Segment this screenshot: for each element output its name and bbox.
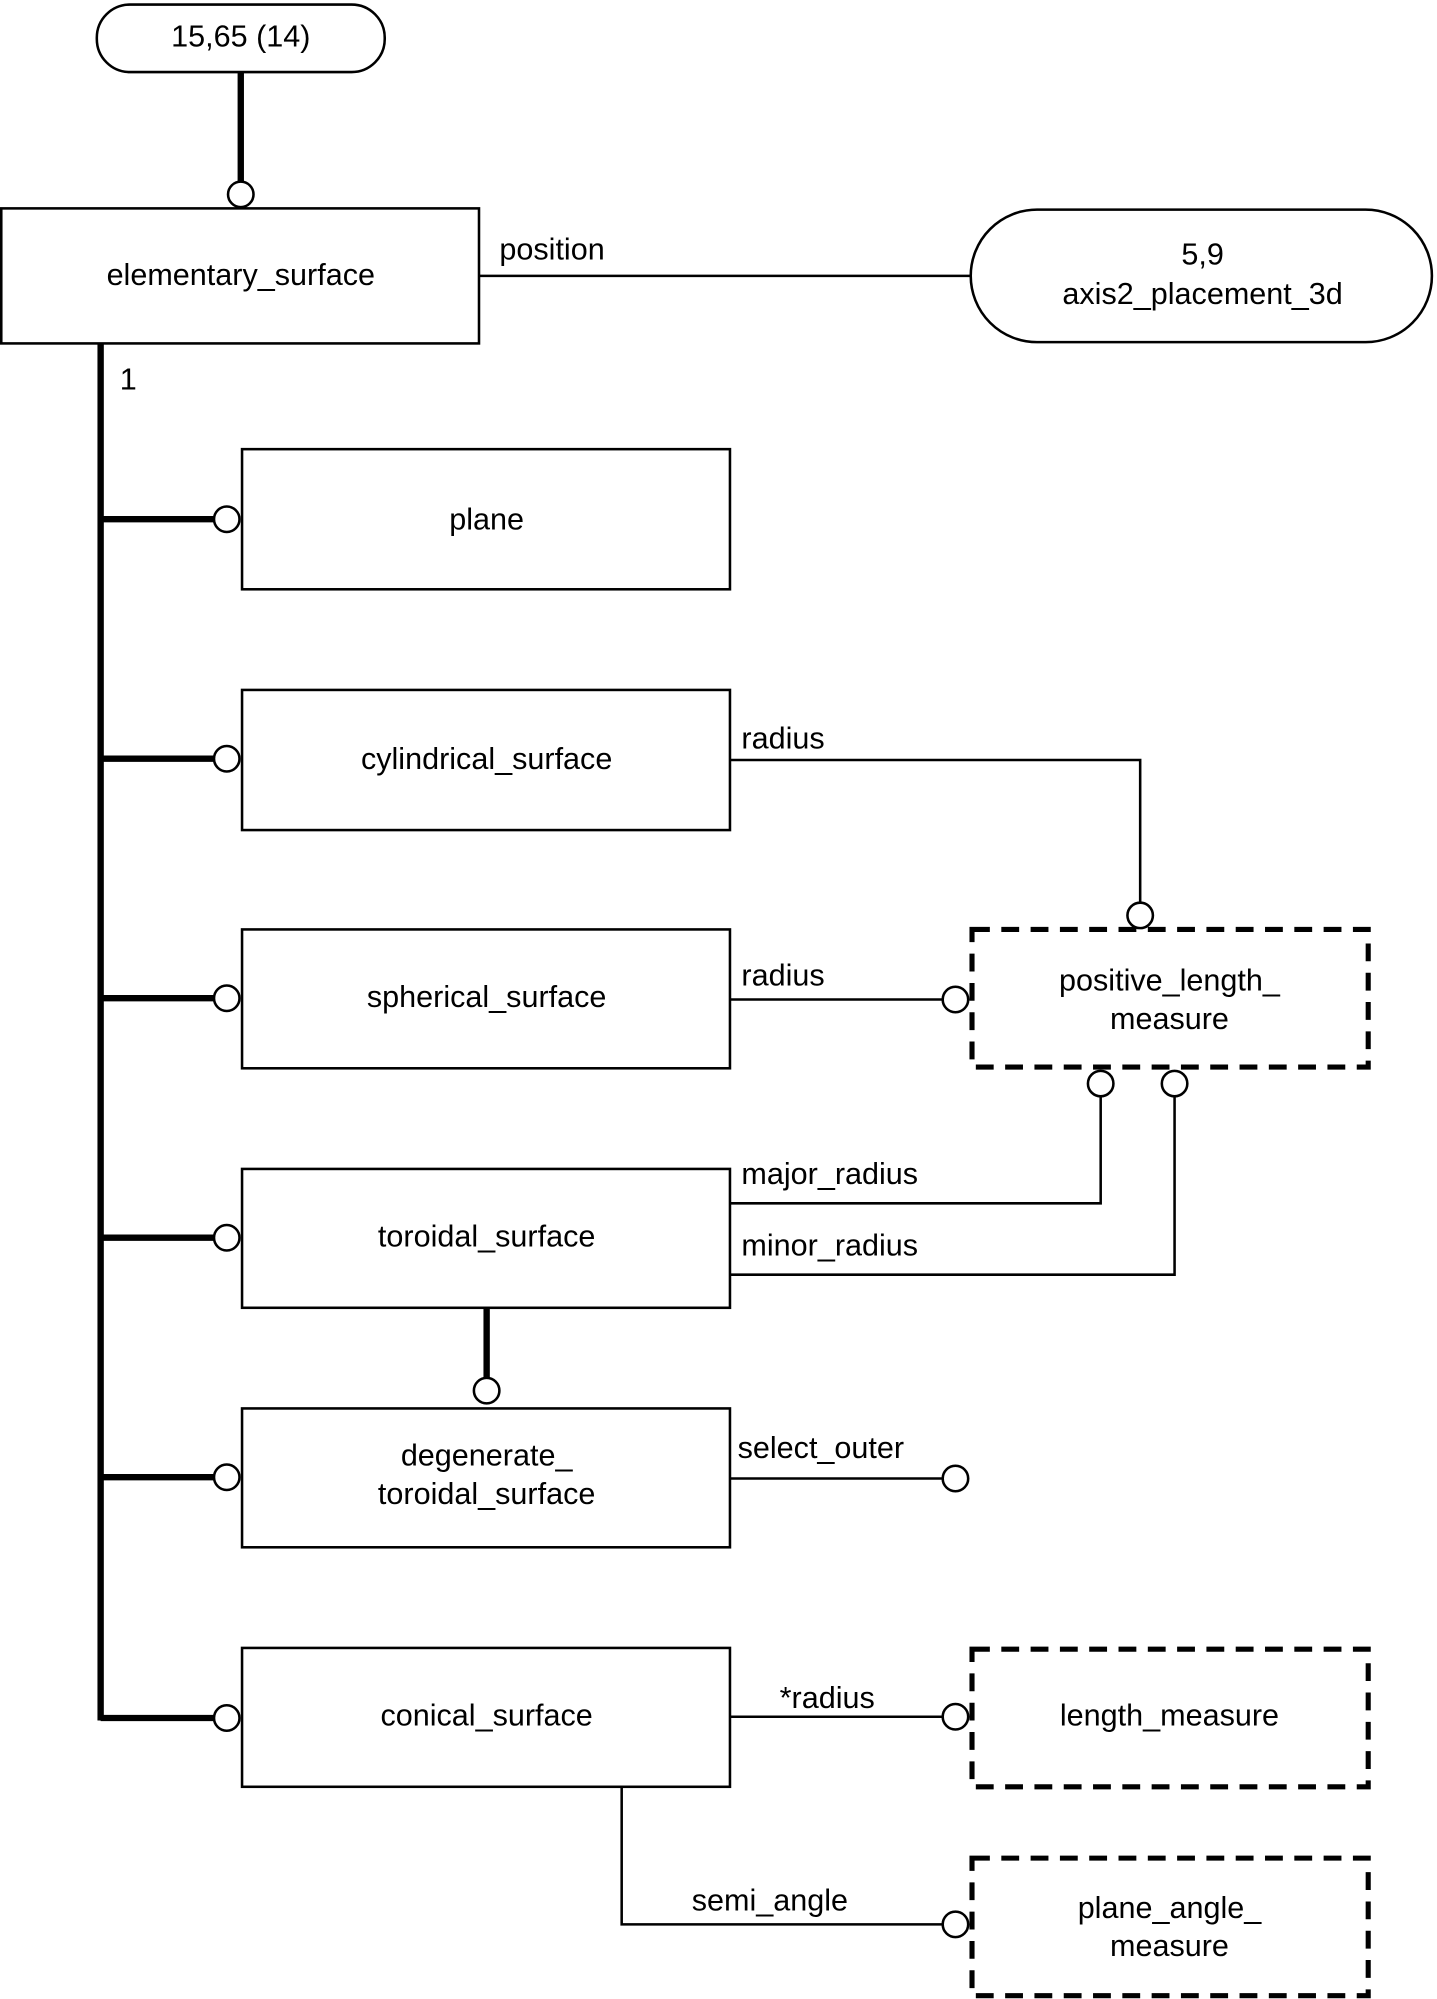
cylindrical-radius-line [729, 758, 1142, 903]
branch-circle-icon [212, 1463, 241, 1492]
page-ref-axis2-placement-3d[interactable]: 5,9 axis2_placement_3d [969, 208, 1434, 344]
type-length-measure-label: length_measure [1060, 1699, 1279, 1733]
page-ref-axis2-number: 5,9 [1181, 237, 1224, 271]
major-radius-line [729, 1096, 1102, 1205]
entity-toroidal-surface-label: toroidal_surface [378, 1220, 595, 1254]
entity-conical-surface[interactable]: conical_surface [240, 1646, 732, 1789]
entity-plane-label: plane [449, 502, 524, 536]
branch-circle-icon [212, 505, 241, 534]
entity-degenerate-toroidal-surface-line2: toroidal_surface [378, 1477, 595, 1511]
major-radius-label: major_radius [741, 1157, 918, 1191]
major-radius-circle-icon [1086, 1069, 1115, 1098]
branch-circle-icon [212, 984, 241, 1013]
semi-angle-line [620, 1786, 943, 1926]
entity-toroidal-surface[interactable]: toroidal_surface [240, 1167, 732, 1310]
cylindrical-radius-label: radius [741, 722, 824, 756]
page-ref-top-label: 15,65 (14) [171, 20, 310, 54]
type-plane-angle-measure[interactable]: plane_angle_ measure [969, 1855, 1371, 1999]
entity-plane[interactable]: plane [240, 447, 732, 591]
minor-radius-label: minor_radius [741, 1229, 918, 1263]
spherical-radius-label: radius [741, 958, 824, 992]
entity-elementary-surface[interactable]: elementary_surface [0, 207, 481, 345]
entity-conical-surface-label: conical_surface [380, 1699, 592, 1733]
subtype-branches [100, 505, 241, 1733]
minor-radius-circle-icon [1160, 1069, 1189, 1098]
entity-degenerate-toroidal-surface-line1: degenerate_ [401, 1439, 574, 1473]
entity-spherical-surface[interactable]: spherical_surface [240, 928, 732, 1070]
branch-circle-icon [212, 1223, 241, 1252]
subtype-cardinality-label: 1 [120, 362, 137, 396]
entity-spherical-surface-label: spherical_surface [367, 980, 607, 1014]
branch-circle-icon [212, 744, 241, 773]
entity-cylindrical-surface-label: cylindrical_surface [361, 742, 612, 776]
spherical-radius-circle-icon [941, 985, 970, 1014]
type-positive-length-measure-line2: measure [1110, 1002, 1229, 1036]
conical-radius-label: *radius [780, 1681, 875, 1715]
supertype-link-circle-icon [226, 180, 255, 209]
entity-cylindrical-surface[interactable]: cylindrical_surface [240, 688, 732, 832]
semi-angle-circle-icon [941, 1910, 970, 1939]
type-positive-length-measure[interactable]: positive_length_ measure [969, 926, 1371, 1070]
cylindrical-radius-circle-icon [1126, 901, 1155, 930]
semi-angle-label: semi_angle [692, 1883, 848, 1917]
entity-degenerate-toroidal-surface[interactable]: degenerate_ toroidal_surface [240, 1407, 732, 1549]
minor-radius-line [729, 1096, 1176, 1276]
type-plane-angle-measure-line1: plane_angle_ [1078, 1891, 1263, 1925]
select-outer-circle-icon [941, 1464, 970, 1493]
type-length-measure[interactable]: length_measure [969, 1646, 1371, 1790]
branch-circle-icon [212, 1703, 241, 1733]
type-plane-angle-measure-line2: measure [1110, 1929, 1229, 1963]
page-ref-top: 15,65 (14) [95, 3, 387, 74]
select-outer-label: select_outer [738, 1431, 905, 1465]
conical-radius-circle-icon [941, 1702, 970, 1731]
page-ref-axis2-name: axis2_placement_3d [1062, 277, 1342, 311]
toroidal-subtype-circle-icon [472, 1376, 501, 1405]
type-positive-length-measure-line1: positive_length_ [1059, 964, 1281, 998]
entity-elementary-surface-label: elementary_surface [107, 258, 375, 292]
position-attribute-label: position [499, 232, 604, 266]
